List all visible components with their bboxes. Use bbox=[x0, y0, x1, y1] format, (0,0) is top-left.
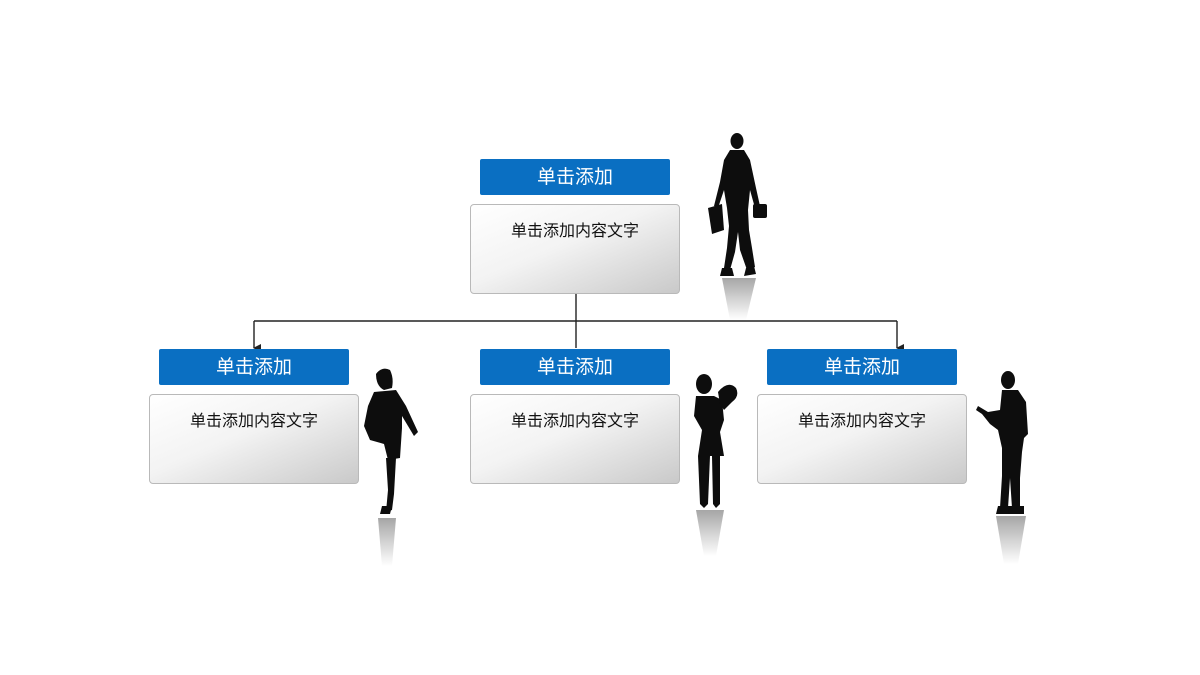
mid-node-content[interactable]: 单击添加内容文字 bbox=[470, 394, 680, 484]
mid-node-title[interactable]: 单击添加 bbox=[480, 349, 670, 385]
businessman-walking-icon bbox=[708, 133, 767, 320]
right-node-content[interactable]: 单击添加内容文字 bbox=[757, 394, 967, 484]
woman-holding-flowers-icon bbox=[694, 374, 738, 556]
right-node-title[interactable]: 单击添加 bbox=[767, 349, 957, 385]
man-reading-document-icon bbox=[976, 371, 1028, 564]
top-node-content[interactable]: 单击添加内容文字 bbox=[470, 204, 680, 294]
left-node-content[interactable]: 单击添加内容文字 bbox=[149, 394, 359, 484]
woman-walking-icon bbox=[364, 368, 418, 566]
top-node-title[interactable]: 单击添加 bbox=[480, 159, 670, 195]
left-node-title[interactable]: 单击添加 bbox=[159, 349, 349, 385]
